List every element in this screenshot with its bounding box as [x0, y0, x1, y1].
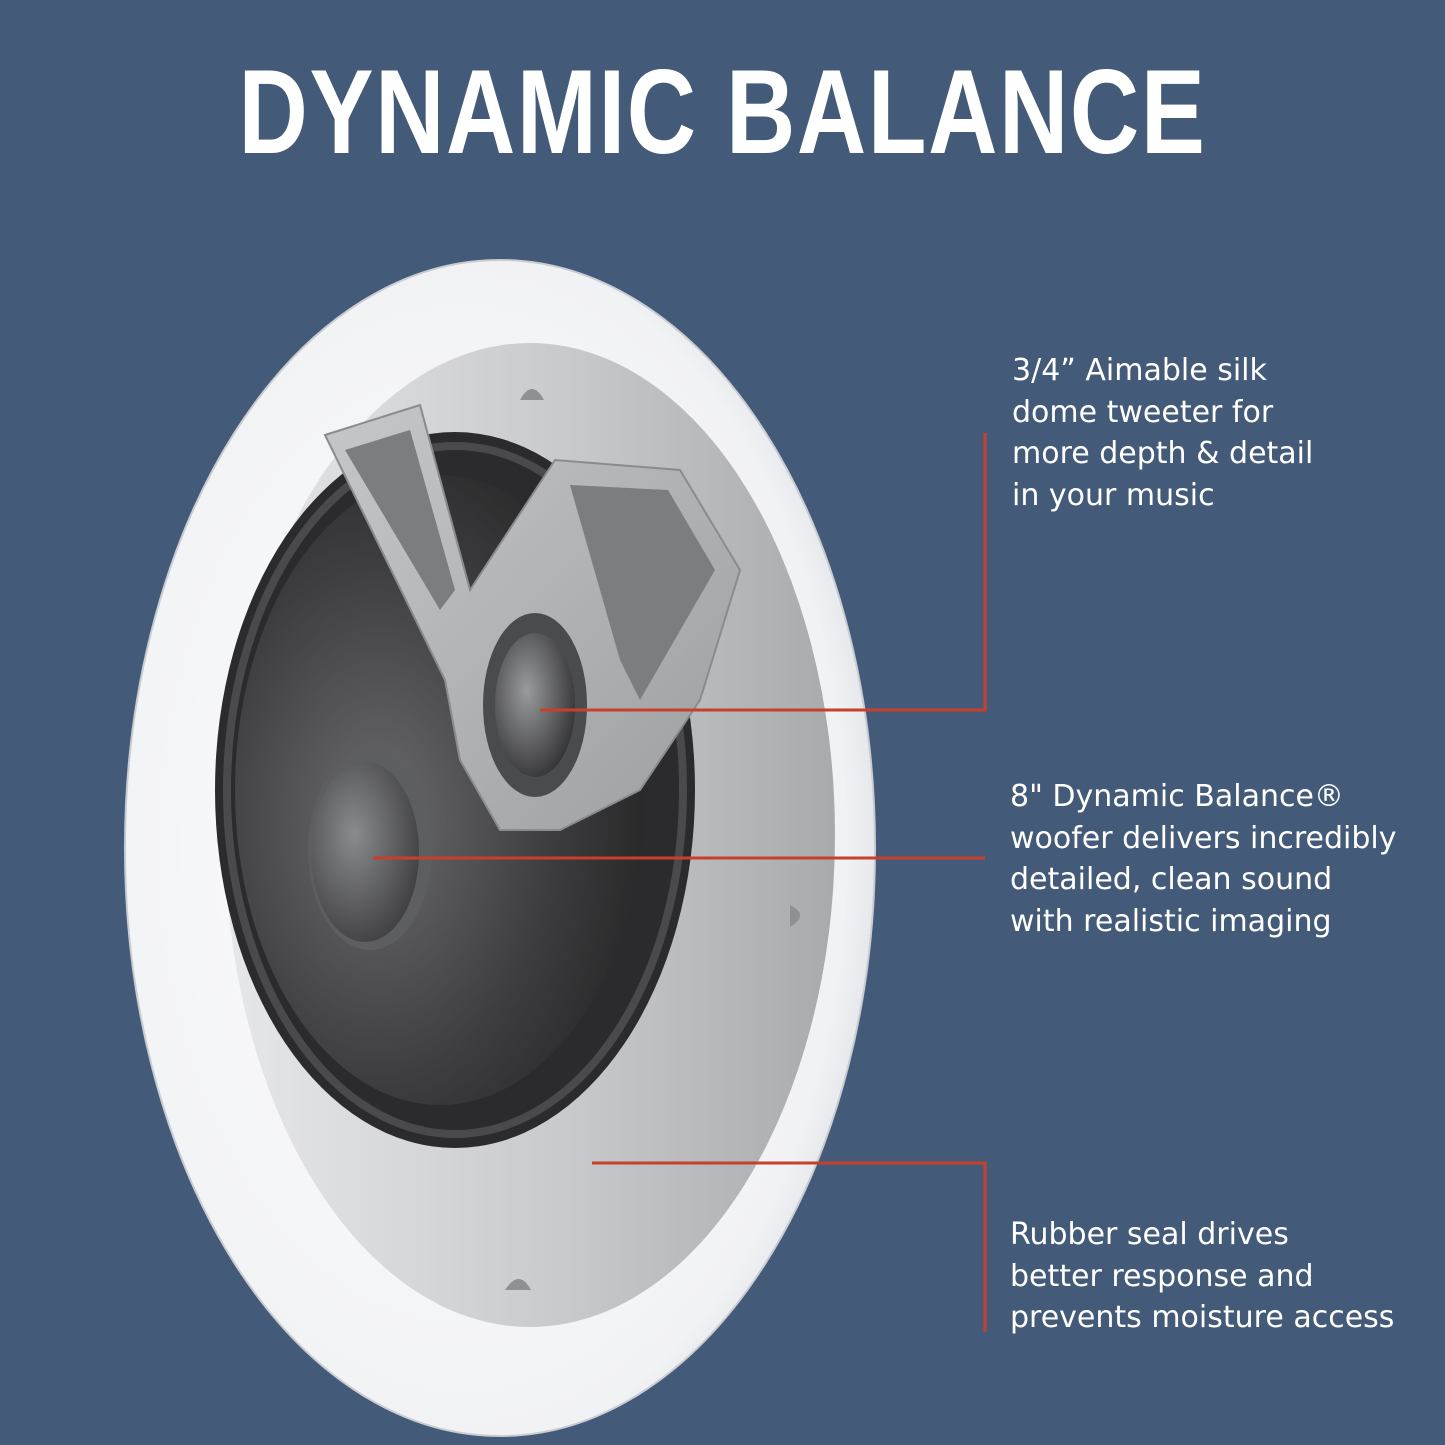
callout-line-tweeter	[540, 433, 987, 712]
tweeter-dome	[483, 613, 587, 797]
woofer-callout-text: 8" Dynamic Balance® woofer delivers incr…	[1010, 779, 1397, 939]
page-title: DYNAMIC BALANCE	[238, 45, 1207, 179]
rubber-seal-callout-text: Rubber seal drives better response and p…	[1010, 1217, 1395, 1335]
callout-line-rubber-seal	[592, 1161, 987, 1332]
tweeter-callout-text: 3/4” Aimable silk dome tweeter for more …	[1012, 353, 1314, 513]
dust-cap	[308, 750, 432, 950]
